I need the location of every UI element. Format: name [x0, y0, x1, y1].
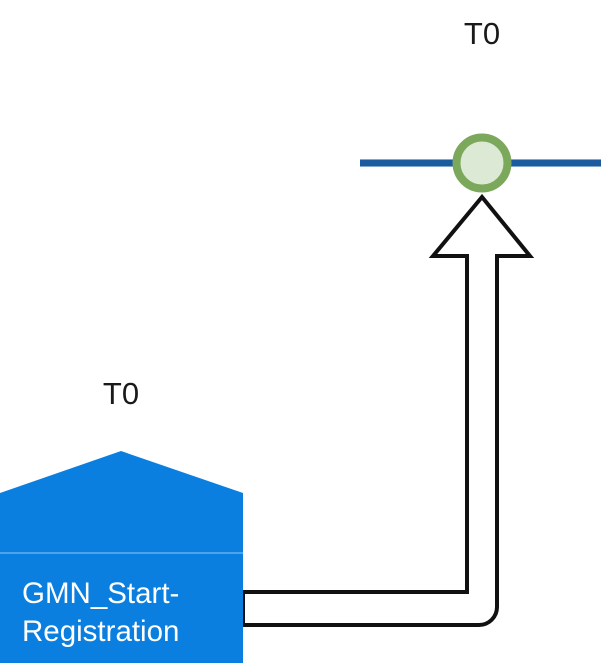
start-event-ring — [452, 133, 512, 193]
flow-arrow-registration-to-start-event[interactable] — [241, 193, 535, 627]
start-event-label: T0 — [464, 16, 500, 51]
gmn-node-shape — [0, 451, 243, 663]
gmn-node-label: T0 — [103, 376, 139, 411]
gmn-node-title-line-1: GMN_Start- — [22, 577, 179, 610]
block-arrow-outline — [241, 193, 535, 627]
gmn-node-title-line-2: Registration — [22, 615, 179, 648]
start-event-circle[interactable] — [452, 133, 512, 193]
gmn-start-registration-node[interactable]: GMN_Start- Registration — [0, 451, 243, 663]
